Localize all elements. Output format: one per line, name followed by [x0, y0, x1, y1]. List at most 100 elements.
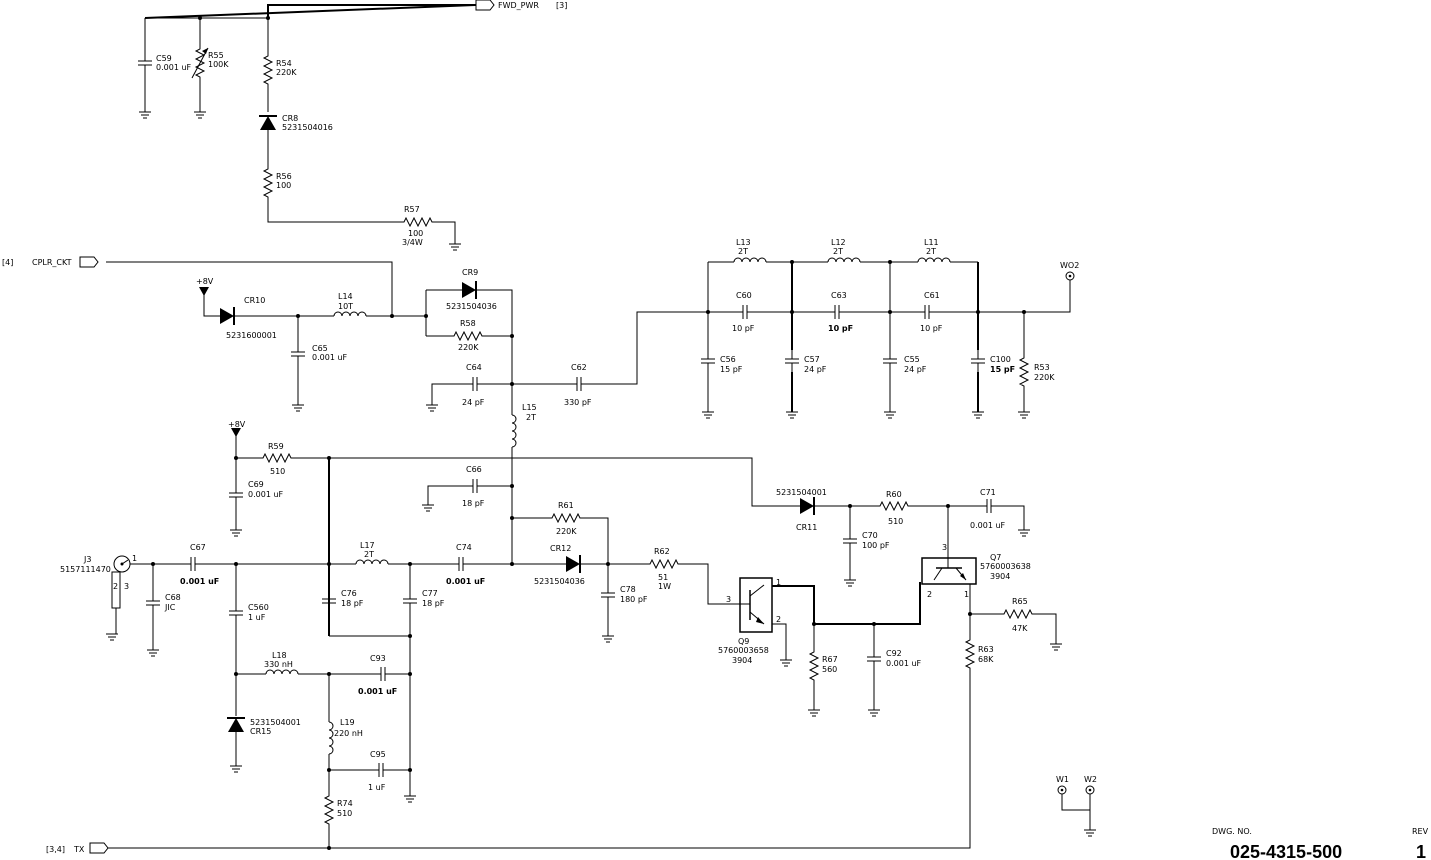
l13-value: 2T	[738, 247, 748, 256]
q7-part: 5760003638	[980, 562, 1031, 571]
capacitor-c65	[290, 342, 306, 366]
l18-value: 330 nH	[264, 660, 293, 669]
c60-value: 10 pF	[732, 324, 755, 333]
c69-ref: C69	[248, 480, 264, 489]
c61-ref: C61	[924, 291, 940, 300]
c560-value: 1 uF	[248, 613, 266, 622]
rev-label: REV	[1412, 827, 1429, 836]
capacitor-c66	[463, 478, 487, 494]
capacitor-c63	[825, 304, 849, 320]
resistor-r65	[999, 609, 1037, 619]
r55-value: 100K	[208, 60, 229, 69]
capacitor-c68	[145, 591, 161, 615]
c74-ref: C74	[456, 543, 472, 552]
capacitor-c60	[733, 304, 757, 320]
c67-value: 0.001 uF	[180, 577, 219, 586]
c77-ref: C77	[422, 589, 438, 598]
c71-value: 0.001 uF	[970, 521, 1006, 530]
j3-pin1: 1	[132, 554, 137, 563]
c100-ref: C100	[990, 355, 1011, 364]
resistor-r60	[875, 501, 913, 511]
capacitor-c100	[970, 349, 986, 373]
capacitor-c74	[449, 556, 473, 572]
c70-value: 100 pF	[862, 541, 890, 550]
c59-value: 0.001 uF	[156, 63, 192, 72]
c74-value: 0.001 uF	[446, 577, 485, 586]
c93-ref: C93	[370, 654, 386, 663]
capacitor-c92	[866, 647, 882, 671]
c100-value: 15 pF	[990, 365, 1015, 374]
w1-w2-section: W1 W2	[1056, 775, 1097, 837]
wo2-label: WO2	[1060, 261, 1079, 270]
r58-value: 220K	[458, 343, 479, 352]
c59-ref: C59	[156, 54, 172, 63]
cr12-part: 5231504036	[534, 577, 585, 586]
q7-pin1: 1	[964, 590, 969, 599]
capacitor-c55	[882, 349, 898, 373]
l14-value: 10T	[338, 302, 353, 311]
c95-value: 1 uF	[368, 783, 386, 792]
r67-value: 560	[822, 665, 837, 674]
c60-ref: C60	[736, 291, 752, 300]
c76-value: 18 pF	[341, 599, 364, 608]
resistor-r63	[965, 635, 975, 673]
c64-value: 24 pF	[462, 398, 485, 407]
l17-ref: L17	[360, 541, 375, 550]
q7-type: 3904	[990, 572, 1010, 581]
capacitor-c56	[700, 349, 716, 373]
capacitor-c61	[915, 304, 939, 320]
diode-cr11	[800, 498, 814, 514]
resistor-r74	[324, 791, 334, 829]
c55-value: 24 pF	[904, 365, 927, 374]
w2-label: W2	[1084, 775, 1097, 784]
l18-ref: L18	[272, 651, 287, 660]
cr9-part: 5231504036	[446, 302, 497, 311]
r63-ref: R63	[978, 645, 994, 654]
j3-part: 5157111470	[60, 565, 111, 574]
q7-pin2: 2	[927, 590, 932, 599]
q9-ref: Q9	[738, 637, 749, 646]
c63-value: 10 pF	[828, 324, 853, 333]
r60-ref: R60	[886, 490, 902, 499]
r56-ref: R56	[276, 172, 292, 181]
resistor-r54	[263, 51, 273, 89]
resistor-r57	[399, 217, 437, 227]
capacitor-c64	[463, 376, 487, 392]
inductor-l19	[328, 721, 334, 755]
fwd-pwr-ref: [3]	[556, 1, 567, 10]
q7-pin3: 3	[942, 543, 947, 552]
r62-rating: 1W	[658, 582, 671, 591]
c56-value: 15 pF	[720, 365, 743, 374]
r56-value: 100	[276, 181, 291, 190]
r53-value: 220K	[1034, 373, 1055, 382]
inductor-l11	[917, 257, 951, 263]
inductor-l12	[827, 257, 861, 263]
r61-ref: R61	[558, 501, 574, 510]
resistor-r53	[1019, 353, 1029, 391]
capacitor-c59	[137, 51, 153, 75]
capacitor-c560	[228, 601, 244, 625]
capacitor-c93	[371, 666, 395, 682]
c65-value: 0.001 uF	[312, 353, 348, 362]
r60-value: 510	[888, 517, 903, 526]
capacitor-c67	[181, 556, 205, 572]
cr9-ref: CR9	[462, 268, 478, 277]
c92-value: 0.001 uF	[886, 659, 922, 668]
cr8-ref: CR8	[282, 114, 298, 123]
test-point-wo2	[1065, 271, 1075, 281]
resistor-r62	[645, 559, 683, 569]
l11-ref: L11	[924, 238, 939, 247]
capacitor-c70	[842, 529, 858, 553]
c95-ref: C95	[370, 750, 386, 759]
fwd-pwr-section: FWD_PWR [3] C59 0.001 uF R55 100K R54 22…	[137, 0, 567, 251]
inductor-l15	[511, 414, 517, 448]
c63-ref: C63	[831, 291, 847, 300]
diode-cr9	[462, 282, 476, 298]
capacitor-c95	[369, 762, 393, 778]
r61-value: 220K	[556, 527, 577, 536]
dwg-number: 025-4315-500	[1230, 842, 1342, 860]
diode-cr15	[228, 718, 244, 732]
inductor-l14	[333, 311, 367, 317]
c62-value: 330 pF	[564, 398, 592, 407]
inductor-l17	[355, 559, 389, 565]
